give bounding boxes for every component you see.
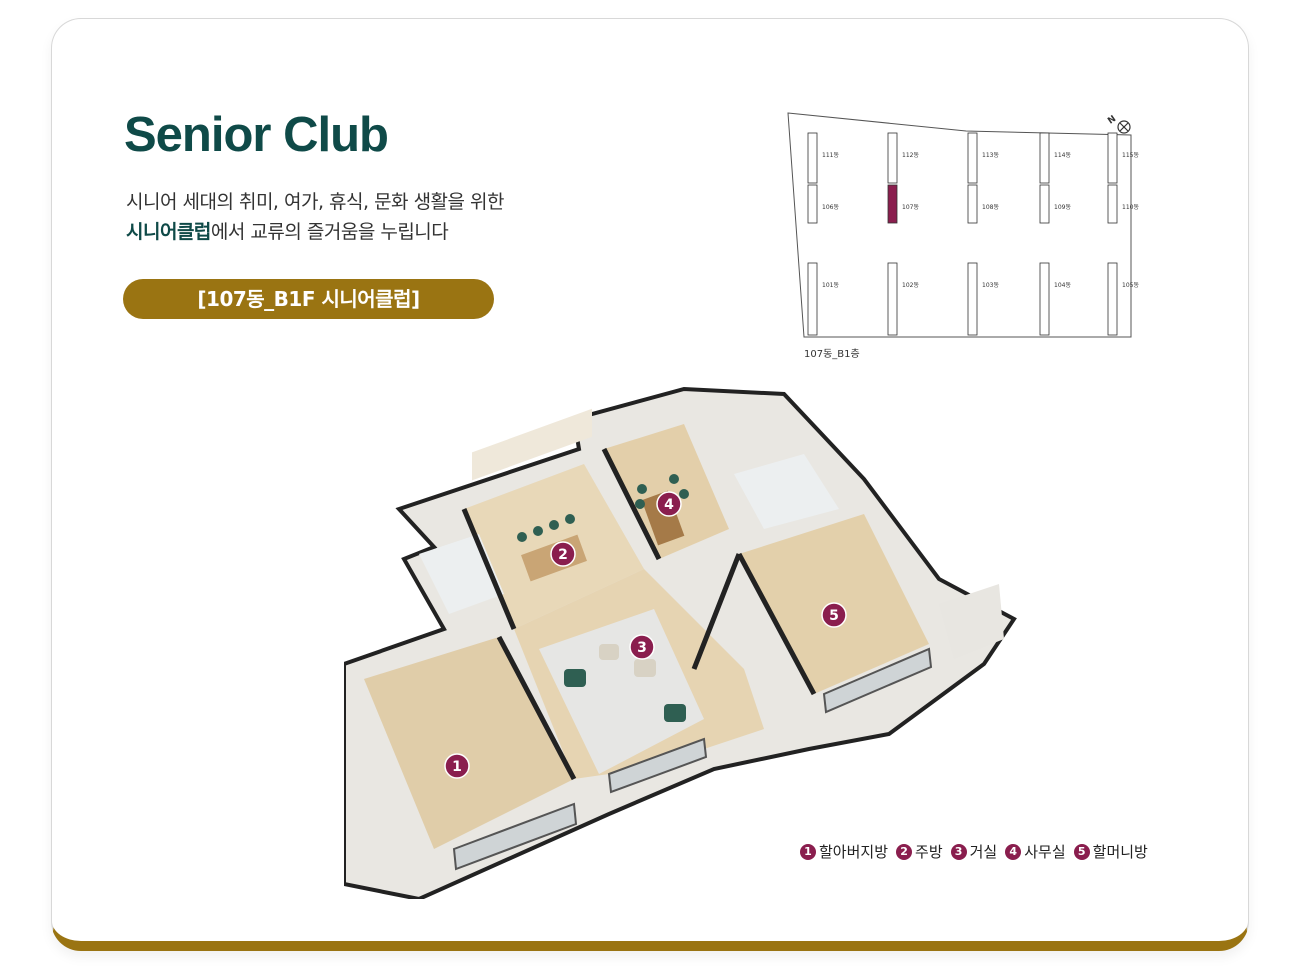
svg-text:108동: 108동 [982, 204, 999, 211]
page-title: Senior Club [124, 108, 389, 162]
room-marker-2: 2 [550, 541, 576, 567]
compass-north-label: N [1106, 114, 1118, 127]
svg-text:112동: 112동 [902, 152, 919, 159]
senior-club-card: Senior Club 시니어 세대의 취미, 여가, 휴식, 문화 생활을 위… [51, 18, 1249, 951]
svg-text:1: 1 [452, 759, 462, 775]
building-105동: 105동 [1107, 262, 1139, 336]
svg-text:3: 3 [637, 640, 647, 656]
svg-text:2: 2 [558, 547, 568, 563]
svg-text:107동: 107동 [902, 204, 919, 211]
site-plan-caption: 107동_B1층 [804, 348, 860, 360]
svg-text:102동: 102동 [902, 282, 919, 289]
svg-text:111동: 111동 [822, 152, 839, 159]
building-113동: 113동 [967, 132, 999, 184]
subtitle-line-2: 시니어클럽에서 교류의 즐거움을 누립니다 [126, 217, 449, 244]
svg-text:109동: 109동 [1054, 204, 1071, 211]
building-101동: 101동 [807, 262, 839, 336]
svg-text:101동: 101동 [822, 282, 839, 289]
building-112동: 112동 [887, 132, 919, 184]
svg-text:113동: 113동 [982, 152, 999, 159]
svg-text:110동: 110동 [1122, 204, 1139, 211]
subtitle-line-1: 시니어 세대의 취미, 여가, 휴식, 문화 생활을 위한 [126, 191, 505, 213]
svg-text:105동: 105동 [1122, 282, 1139, 289]
building-110동: 110동 [1107, 184, 1139, 224]
room-1-floor [364, 637, 574, 849]
room-marker-5: 5 [821, 602, 847, 628]
building-109동: 109동 [1039, 184, 1071, 224]
svg-text:104동: 104동 [1054, 282, 1071, 289]
subtitle-highlight: 시니어클럽 [126, 221, 211, 243]
compass-icon: N [1106, 114, 1131, 134]
building-108동: 108동 [967, 184, 999, 224]
svg-text:115동: 115동 [1122, 152, 1139, 159]
svg-text:5: 5 [829, 608, 839, 624]
site-plan-buildings: 111동 112동 113동 114동 115동 106동 107동 108동 109동 110동… [807, 132, 1139, 336]
building-102동: 102동 [887, 262, 919, 336]
subtitle-rest: 에서 교류의 즐거움을 누립니다 [210, 221, 449, 243]
building-115동: 115동 [1107, 132, 1139, 184]
room-3-floor [539, 609, 704, 774]
svg-text:106동: 106동 [822, 204, 839, 211]
building-114동: 114동 [1039, 132, 1071, 184]
room-marker-1: 1 [444, 753, 470, 779]
floor-plan-illustration: 1 2 3 4 5 [344, 386, 1017, 899]
room-marker-4: 4 [656, 491, 682, 517]
building-103동: 103동 [967, 262, 999, 336]
svg-text:114동: 114동 [1054, 152, 1071, 159]
svg-text:4: 4 [664, 497, 674, 513]
building-111동: 111동 [807, 132, 839, 184]
room-markers: 1 2 3 4 5 [444, 491, 847, 779]
building-106동: 106동 [807, 184, 839, 224]
room-marker-3: 3 [629, 634, 655, 660]
building-107동: 107동 [887, 184, 919, 224]
building-104동: 104동 [1039, 262, 1071, 336]
location-badge: [107동_B1F 시니어클럽] [123, 279, 494, 319]
svg-text:103동: 103동 [982, 282, 999, 289]
